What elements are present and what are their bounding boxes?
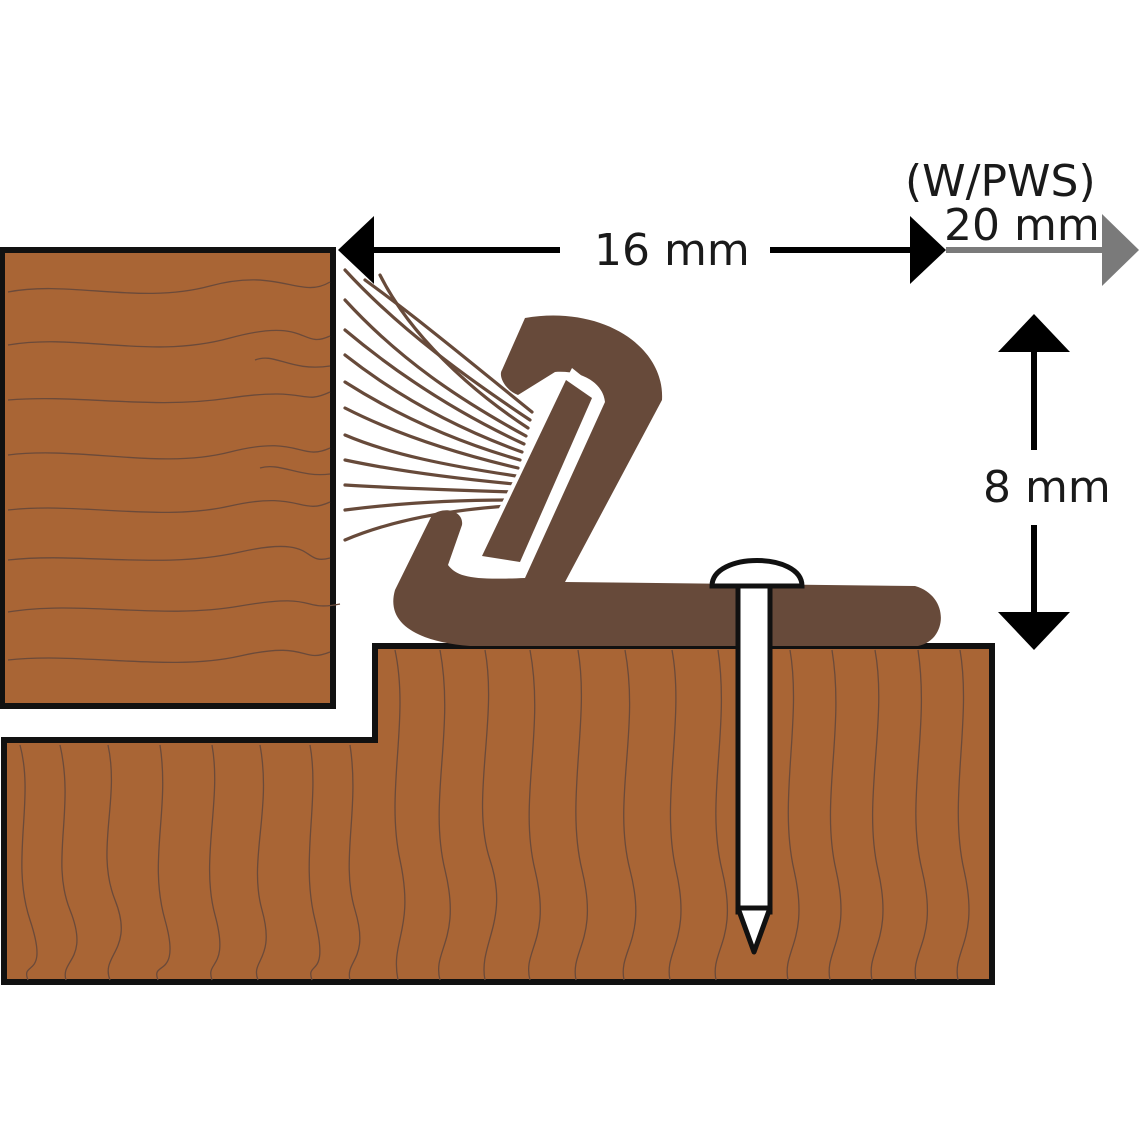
- pws-arrowhead: [1102, 214, 1139, 286]
- door-panel: [0, 247, 341, 709]
- depth-label: 16 mm: [594, 225, 750, 276]
- depth-arrowhead-left: [338, 216, 374, 284]
- height-arrowhead-bottom: [998, 612, 1070, 650]
- pws-note: (W/PWS): [905, 156, 1096, 207]
- seal-body: [393, 315, 941, 646]
- depth-dimension-arrow: [338, 216, 946, 284]
- brush-bristles-icon: [343, 268, 534, 542]
- pws-label: 20 mm: [944, 200, 1100, 251]
- door-grain: [7, 279, 341, 664]
- seal-profile: [393, 315, 941, 646]
- threshold-grain: [19, 649, 970, 981]
- brush-carrier: [482, 380, 592, 562]
- nail-icon: [709, 558, 805, 955]
- nail-tip: [735, 905, 773, 955]
- height-dimension-arrow: [998, 314, 1070, 650]
- nail-shank: [735, 579, 773, 915]
- height-arrowhead-top: [998, 314, 1070, 352]
- pws-extension-arrow: [946, 214, 1139, 286]
- door-body: [0, 247, 336, 709]
- height-label: 8 mm: [983, 462, 1111, 513]
- nail-head: [709, 558, 805, 589]
- depth-arrowhead-right: [910, 216, 946, 284]
